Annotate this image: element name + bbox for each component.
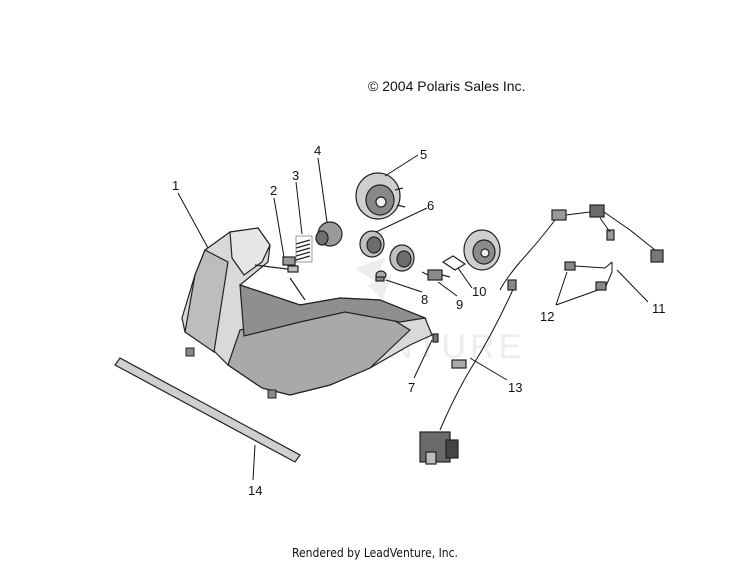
adjuster-spring[interactable] — [295, 235, 313, 263]
reflector-small[interactable] — [463, 229, 501, 271]
callout-12: 12 — [540, 309, 554, 324]
wiring-harness[interactable] — [499, 204, 664, 291]
callout-13: 13 — [508, 380, 522, 395]
mounting-pin[interactable] — [432, 333, 439, 343]
small-bulb[interactable] — [375, 270, 387, 282]
reflector-large[interactable] — [355, 172, 406, 220]
callout-3: 3 — [292, 168, 299, 183]
footer-credit: Rendered by LeadVenture, Inc. — [291, 546, 458, 560]
seal-strip[interactable] — [114, 357, 301, 463]
callout-1: 1 — [172, 178, 179, 193]
callout-10: 10 — [472, 284, 486, 299]
callout-14: 14 — [248, 483, 262, 498]
bulb-socket[interactable] — [282, 256, 299, 273]
callout-2: 2 — [270, 183, 277, 198]
headlight-bulb[interactable] — [421, 269, 451, 281]
callout-7: 7 — [408, 380, 415, 395]
callout-5: 5 — [420, 147, 427, 162]
leveling-cable-actuator[interactable] — [419, 279, 517, 465]
adjuster-knob[interactable] — [315, 221, 343, 247]
callout-11: 11 — [652, 301, 666, 316]
lens-ring[interactable] — [359, 230, 415, 272]
retaining-clip[interactable] — [441, 255, 467, 271]
callout-6: 6 — [427, 198, 434, 213]
callout-4: 4 — [314, 143, 321, 158]
callout-8: 8 — [421, 292, 428, 307]
copyright-notice: © 2004 Polaris Sales Inc. — [368, 78, 526, 94]
callout-labels: 1 2 3 4 5 6 7 8 9 10 11 12 13 14 — [172, 143, 666, 498]
callout-9: 9 — [456, 297, 463, 312]
leader-lines — [177, 154, 649, 481]
headlight-housing[interactable] — [181, 227, 433, 399]
